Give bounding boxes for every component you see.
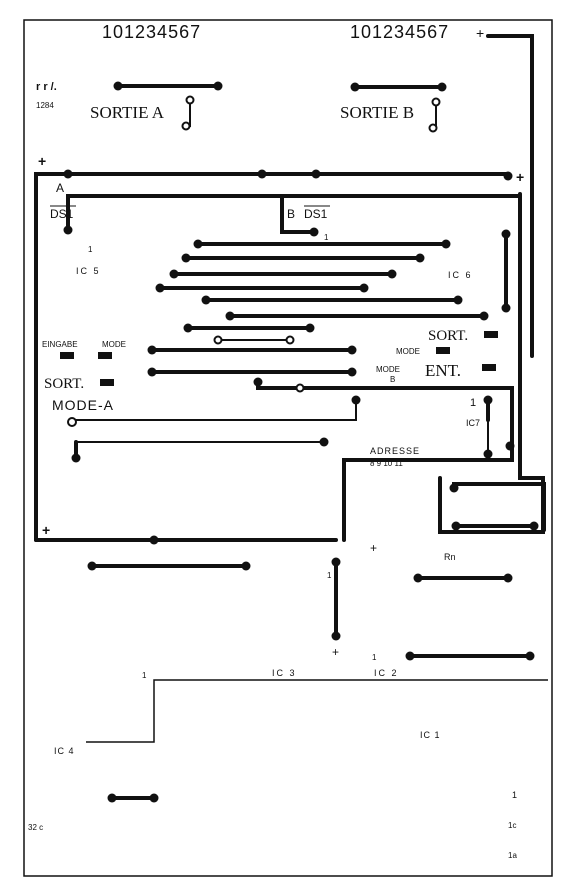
trace-top-right [486,34,534,358]
one-right: 1 [470,397,476,409]
ic3-label: IC 3 [272,668,297,678]
code-1c: 1c [508,821,516,830]
board-outline [23,19,553,877]
plus-low: + [332,645,339,659]
ic4-label: IC 4 [54,746,75,756]
ref-number: 1284 [36,101,54,110]
code-32c: 32 c [28,823,43,832]
one-ic2: 1 [372,653,377,662]
sortie-a-trace [113,81,223,131]
b-ds1-label: DS1 [304,207,328,221]
sortie-b-trace [350,82,447,133]
one-bottom-right: 1 [512,790,517,800]
ds1-left-label: DS1 [50,207,74,221]
ent-label: ENT. [425,361,461,380]
ic7-trace [483,395,515,459]
trace-lower-right-block [449,482,546,532]
pin1-b: 1 [324,233,329,242]
adresse-label: ADRESSE [370,446,420,456]
ds1-a-trace [63,194,522,235]
sort-right-pad [484,331,498,338]
ic1-label: IC 1 [420,730,441,740]
ds1-b-trace [280,194,319,237]
sort-left-pad [100,379,114,386]
bus-traces [147,239,514,542]
header-plus: + [476,25,484,41]
mode-a-trace [67,395,361,427]
adresse-numbers: 8 9 10 11 [370,459,403,468]
plus-mid: + [370,541,377,555]
rn-trace [413,573,513,583]
mode-b-label: MODE [376,365,400,374]
pin1-a: 1 [88,245,93,254]
rn-label: Rn [444,552,456,562]
sortie-b-label: SORTIE B [340,103,414,122]
a-label: A [56,181,64,195]
power-bus [34,169,545,545]
sort-right-label: SORT. [428,328,468,344]
one-ic3: 1 [142,671,147,680]
trace-vertical-mid [331,557,341,641]
mode-a-label: MODE-A [52,397,114,413]
mode-right-label: MODE [396,347,420,356]
header-left-digits: 101234567 [102,22,201,42]
ref-mark: r r /. [36,81,57,93]
trace-right-vertical [501,229,511,313]
trace-bottom [107,793,159,803]
eingabe-pad [60,352,74,359]
trace-lower-horizontal [87,561,251,571]
sort-left-label: SORT. [44,376,84,392]
mode-left-pad [98,352,112,359]
plus-top-right: + [516,169,524,185]
ic7-label: IC7 [466,418,480,428]
ent-pad [482,364,496,371]
mode-right-pad [436,347,450,354]
sortie-a-label: SORTIE A [90,103,165,122]
trace-ic2 [405,651,535,661]
ic2-label: IC 2 [374,668,399,678]
eingabe-label: EINGABE [42,340,78,349]
one-mid: 1 [327,571,332,580]
plus-bottom-left: + [42,522,50,538]
b-ds1-b-label: B [287,207,295,221]
ic6-label: IC 6 [448,270,473,280]
trace-lower-left [71,437,329,463]
plus-top-left: + [38,153,46,169]
code-1a: 1a [508,851,517,860]
ic5-label: IC 5 [76,266,101,276]
header-right-digits: 101234567 [350,22,449,42]
mode-b-sub: B [390,375,395,384]
mode-left-label: MODE [102,340,126,349]
ic-region-outline [86,679,548,743]
